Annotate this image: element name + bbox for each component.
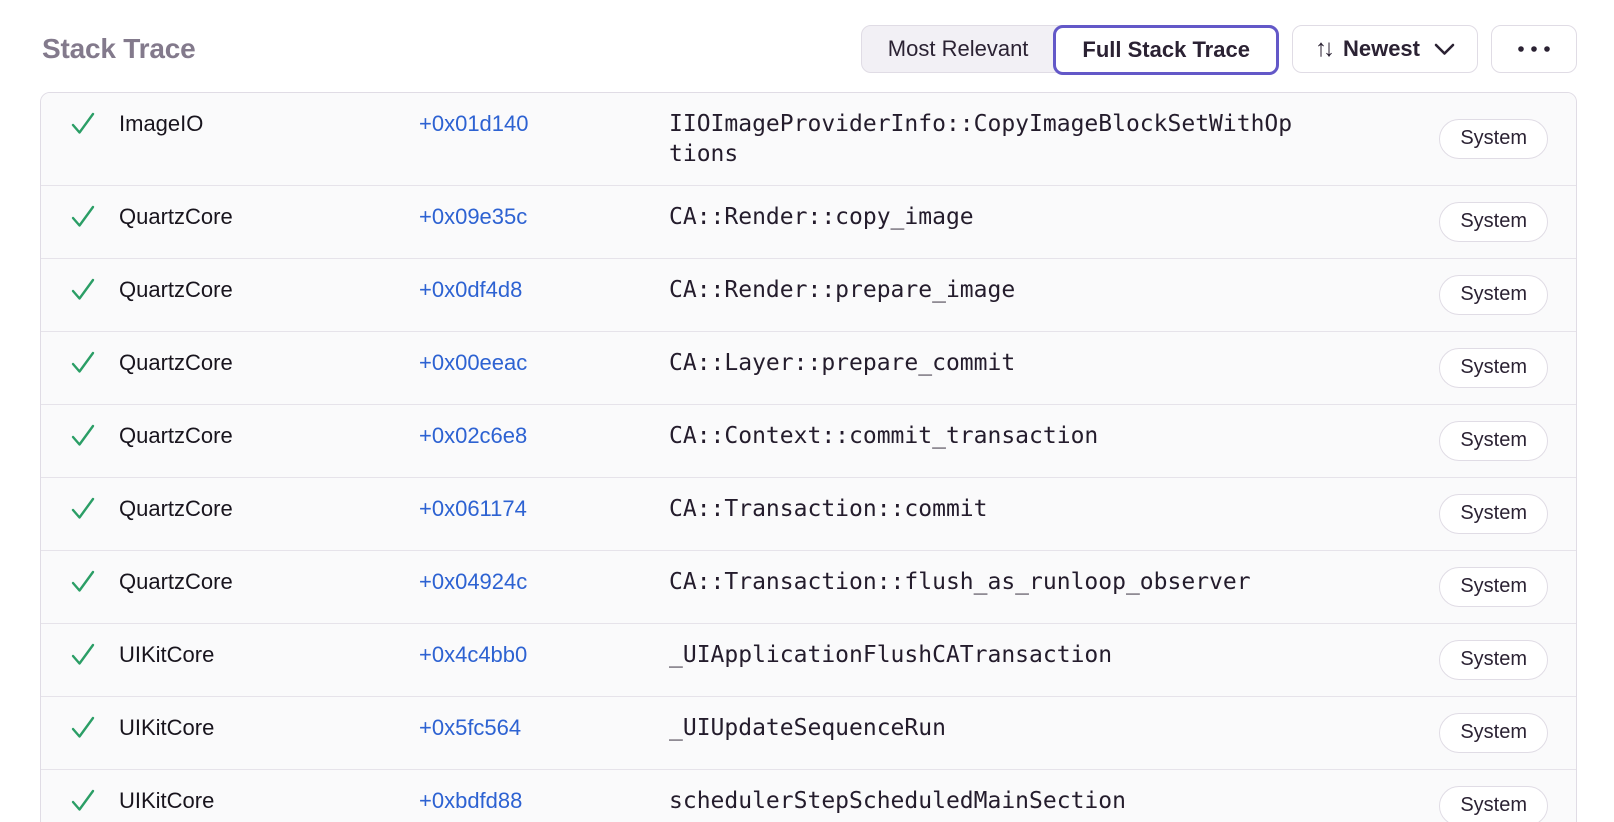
module-name: QuartzCore: [119, 350, 233, 375]
system-badge: System: [1439, 202, 1548, 242]
check-icon: [69, 640, 99, 670]
offset-link[interactable]: +0xbdfd88: [419, 788, 523, 813]
system-badge: System: [1439, 567, 1548, 607]
module-name: QuartzCore: [119, 496, 233, 521]
module-name: QuartzCore: [119, 423, 233, 448]
system-badge: System: [1439, 494, 1548, 534]
system-badge: System: [1439, 786, 1548, 822]
offset-link[interactable]: +0x09e35c: [419, 204, 528, 229]
system-badge: System: [1439, 348, 1548, 388]
offset-link[interactable]: +0x04924c: [419, 569, 528, 594]
function-name: CA::Transaction::flush_as_runloop_observ…: [669, 569, 1251, 595]
check-icon: [69, 567, 99, 597]
stack-frame-row[interactable]: QuartzCore +0x04924c CA::Transaction::fl…: [41, 551, 1576, 624]
check-icon: [69, 109, 99, 139]
full-stack-trace-button[interactable]: Full Stack Trace: [1053, 25, 1279, 75]
function-name: CA::Render::prepare_image: [669, 277, 1016, 303]
check-icon: [69, 786, 99, 816]
stack-frame-row[interactable]: QuartzCore +0x00eeac CA::Layer::prepare_…: [41, 332, 1576, 405]
stack-frame-row[interactable]: UIKitCore +0x4c4bb0 _UIApplicationFlushC…: [41, 624, 1576, 697]
stack-frame-row[interactable]: QuartzCore +0x09e35c CA::Render::copy_im…: [41, 186, 1576, 259]
check-icon: [69, 713, 99, 743]
function-name: CA::Render::copy_image: [669, 204, 974, 230]
check-icon: [69, 494, 99, 524]
offset-link[interactable]: +0x061174: [419, 496, 527, 521]
module-name: QuartzCore: [119, 277, 233, 302]
module-name: UIKitCore: [119, 642, 215, 667]
offset-link[interactable]: +0x01d140: [419, 111, 529, 136]
sort-arrows-icon: ↑↓: [1314, 35, 1335, 62]
page-title: Stack Trace: [42, 33, 196, 64]
stack-frame-row[interactable]: UIKitCore +0xbdfd88 schedulerStepSchedul…: [41, 770, 1576, 822]
module-name: ImageIO: [119, 111, 204, 136]
function-name: _UIApplicationFlushCATransaction: [669, 642, 1113, 668]
view-toggle: Most Relevant Full Stack Trace: [860, 25, 1279, 75]
stack-frame-row[interactable]: ImageIO +0x01d140 IIOImageProviderInfo::…: [41, 93, 1576, 186]
check-icon: [69, 421, 99, 451]
system-badge: System: [1439, 119, 1548, 159]
stack-trace-header: Stack Trace Most Relevant Full Stack Tra…: [40, 24, 1577, 75]
offset-link[interactable]: +0x4c4bb0: [419, 642, 528, 667]
function-name: _UIUpdateSequenceRun: [669, 715, 946, 741]
module-name: QuartzCore: [119, 569, 233, 594]
function-name: schedulerStepScheduledMainSection: [669, 788, 1126, 814]
ellipsis-icon: [1518, 46, 1550, 52]
offset-link[interactable]: +0x5fc564: [419, 715, 522, 740]
stack-frame-row[interactable]: QuartzCore +0x0df4d8 CA::Render::prepare…: [41, 259, 1576, 332]
sort-newest-button[interactable]: ↑↓ Newest: [1291, 25, 1478, 73]
check-icon: [69, 275, 99, 305]
stack-trace-table: ImageIO +0x01d140 IIOImageProviderInfo::…: [40, 92, 1577, 822]
stack-frame-row[interactable]: QuartzCore +0x02c6e8 CA::Context::commit…: [41, 405, 1576, 478]
module-name: UIKitCore: [119, 788, 215, 813]
module-name: QuartzCore: [119, 204, 233, 229]
offset-link[interactable]: +0x0df4d8: [419, 277, 523, 302]
function-name: CA::Context::commit_transaction: [669, 423, 1099, 449]
system-badge: System: [1439, 640, 1548, 680]
function-name: IIOImageProviderInfo::CopyImageBlockSetW…: [669, 111, 1293, 167]
check-icon: [69, 348, 99, 378]
more-options-button[interactable]: [1491, 25, 1577, 73]
most-relevant-button[interactable]: Most Relevant: [862, 26, 1055, 72]
system-badge: System: [1439, 713, 1548, 753]
check-icon: [69, 202, 99, 232]
sort-button-label: Newest: [1342, 36, 1420, 61]
offset-link[interactable]: +0x02c6e8: [419, 423, 528, 448]
system-badge: System: [1439, 275, 1548, 315]
stack-frame-row[interactable]: UIKitCore +0x5fc564 _UIUpdateSequenceRun…: [41, 697, 1576, 770]
stack-frame-row[interactable]: QuartzCore +0x061174 CA::Transaction::co…: [41, 478, 1576, 551]
header-controls: Most Relevant Full Stack Trace ↑↓ Newest: [860, 25, 1577, 75]
module-name: UIKitCore: [119, 715, 215, 740]
chevron-down-icon: [1434, 43, 1455, 55]
function-name: CA::Transaction::commit: [669, 496, 988, 522]
offset-link[interactable]: +0x00eeac: [419, 350, 528, 375]
function-name: CA::Layer::prepare_commit: [669, 350, 1016, 376]
system-badge: System: [1439, 421, 1548, 461]
